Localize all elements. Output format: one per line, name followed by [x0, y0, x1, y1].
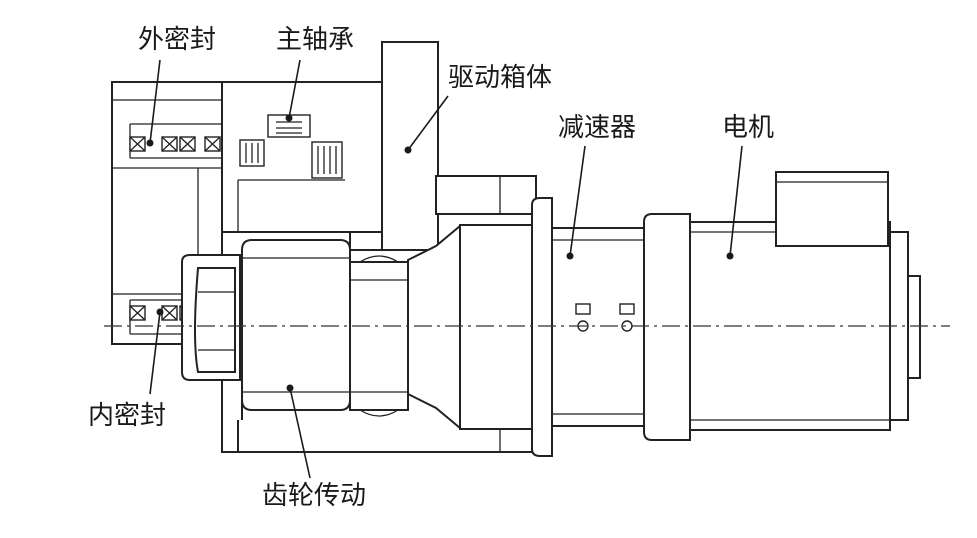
leader-outer-seal-dot [146, 139, 154, 147]
main-bearing [237, 114, 345, 232]
leader-drive-housing-dot [404, 146, 412, 154]
outer-seal-elements [129, 136, 221, 152]
label-gear-drive: 齿轮传动 [262, 481, 366, 511]
label-inner-seal: 内密封 [88, 401, 166, 431]
label-outer-seal: 外密封 [138, 25, 216, 55]
leader-gear-drive [289, 387, 311, 479]
output-shaft [181, 254, 241, 381]
leader-outer-seal [149, 59, 161, 144]
label-drive-housing: 驱动箱体 [448, 63, 552, 93]
gear-set [241, 239, 409, 417]
leader-reducer [569, 145, 586, 257]
leader-inner-seal-dot [156, 308, 164, 316]
label-main-bearing: 主轴承 [276, 25, 354, 55]
leader-main-bearing [288, 59, 301, 119]
leader-inner-seal [149, 311, 161, 395]
leader-motor [729, 145, 743, 257]
reducer-body [407, 197, 645, 457]
leader-motor-dot [726, 252, 734, 260]
labels: 外密封 主轴承 驱动箱体 减速器 电机 内密封 齿轮传动 [88, 25, 774, 511]
leader-drive-housing [407, 95, 449, 151]
leader-lines [146, 59, 743, 479]
leader-gear-drive-dot [286, 384, 294, 392]
motor-body [643, 171, 921, 441]
label-reducer: 减速器 [558, 113, 636, 143]
leader-main-bearing-dot [285, 114, 293, 122]
label-motor: 电机 [722, 113, 774, 143]
leader-reducer-dot [566, 252, 574, 260]
